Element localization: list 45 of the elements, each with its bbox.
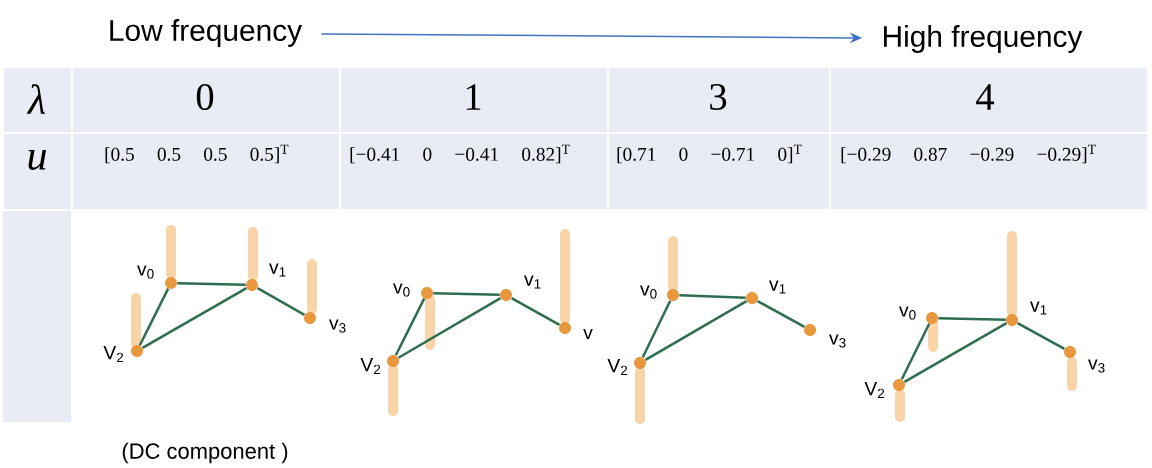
graph-edge: [903, 322, 1008, 383]
vertex-label: v$_{0}$: [393, 283, 410, 297]
vertex-label: v$_{3}$: [1088, 359, 1105, 373]
table-cell: 0: [73, 68, 339, 132]
graph-edge: [256, 287, 306, 316]
vertex-label: v$_{0}$: [137, 265, 154, 279]
graph-edge: [138, 288, 170, 346]
graph-edge: [141, 287, 248, 349]
vertex-label: v$_{1}$: [1030, 301, 1047, 315]
table-cell: [−0.29 0.87 −0.29 −0.29]$^{T}$: [831, 134, 1147, 209]
table-cell: [0.5 0.5 0.5 0.5]$^{T}$: [73, 134, 339, 209]
vertex-label: v$_{1}$: [769, 280, 786, 294]
graph-edge: [510, 297, 561, 326]
graph-edge: [397, 297, 502, 359]
vertex-label: V$_{2}$: [360, 357, 381, 375]
graph-edge: [900, 323, 931, 380]
vertex-label: V$_{2}$: [607, 358, 628, 376]
table-cell: 4: [831, 68, 1147, 132]
graph-edge: [433, 291, 500, 297]
table-cell: [−0.41 0 −0.41 0.82]$^{T}$: [341, 134, 607, 209]
axis-label: High frequency: [884, 25, 1083, 53]
vertex-label: V$_{2}$: [103, 345, 124, 363]
caption-text: (DC component ): [122, 442, 288, 464]
graph-edge: [394, 298, 426, 356]
vertex-label: v$_{3}$: [329, 319, 346, 333]
vertex-label: v$_{3}$: [829, 334, 846, 348]
table-cell: [0.71 0 −0.71 0]$^{T}$: [609, 134, 829, 209]
graph-edge: [938, 316, 1006, 322]
graph-edge: [756, 299, 806, 329]
vertex-label: v$_{0}$: [640, 285, 657, 299]
graph-edge: [644, 300, 748, 361]
vertex-label: v$_{0}$: [899, 306, 916, 320]
axis-label: Low frequency: [110, 19, 303, 47]
table-cell: u: [4, 134, 71, 209]
vertex-label: v: [583, 328, 593, 340]
vertex-label: v$_{1}$: [269, 263, 286, 277]
graph-edge: [679, 294, 746, 299]
graph-edge: [177, 281, 246, 287]
table-cell: 1: [341, 68, 607, 132]
table-cell: λ: [4, 68, 71, 132]
graph-edge: [1016, 321, 1066, 351]
vertex-label: V$_{2}$: [864, 381, 885, 399]
graph-edge: [641, 300, 672, 358]
table-cell: 3: [609, 68, 829, 132]
vertex-label: v$_{1}$: [524, 275, 541, 289]
